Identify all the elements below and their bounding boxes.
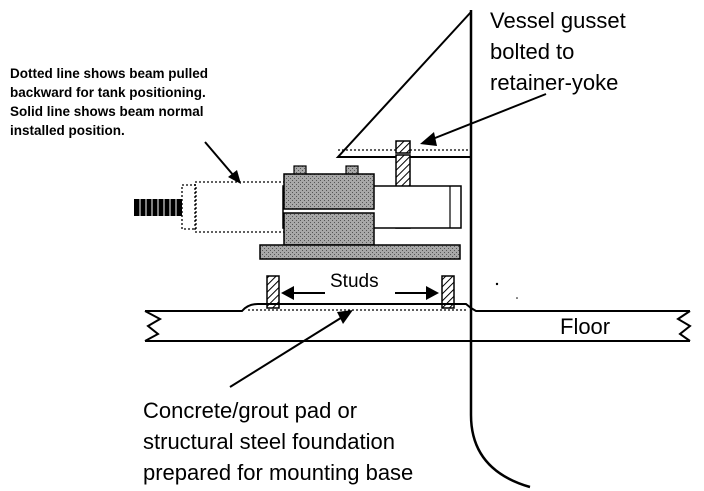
pad-arrow-line	[229, 315, 345, 388]
floor-break-left	[144, 310, 163, 342]
note-line3: Solid line shows beam normal	[10, 104, 204, 119]
floor-label: Floor	[560, 314, 611, 339]
note-arrow-line	[204, 141, 235, 177]
note-arrowhead	[228, 170, 241, 184]
pad-label-line1: Concrete/grout pad or	[143, 398, 358, 423]
stud-left	[266, 275, 280, 309]
pad-label-line2: structural steel foundation	[143, 429, 395, 454]
stud-right	[441, 275, 455, 309]
cable-connector	[134, 199, 182, 216]
studs-label: Studs	[330, 271, 379, 292]
dotted-beam-body	[194, 181, 286, 233]
gusset-label-line1: Vessel gusset	[490, 8, 626, 33]
base-plate	[259, 244, 461, 260]
retainer-bolt-head	[395, 140, 411, 154]
dotted-beam-end	[181, 184, 197, 230]
note-line1: Dotted line shows beam pulled	[10, 66, 209, 81]
gusset-label-line3: retainer-yoke	[490, 70, 619, 95]
pad-label-line3: prepared for mounting base	[143, 460, 414, 485]
gusset-label-line2: bolted to	[490, 39, 575, 64]
upper-block	[283, 173, 375, 210]
vessel-wall	[469, 10, 531, 489]
lower-block	[283, 212, 375, 246]
floor-break-right	[676, 310, 692, 342]
vessel-gusset	[335, 11, 472, 158]
pad-arrowhead	[337, 310, 353, 324]
floor-top-edge	[145, 303, 690, 312]
note-line4: installed position.	[10, 123, 125, 138]
note-line2: backward for tank positioning.	[10, 85, 206, 100]
gusset-arrowhead	[420, 132, 437, 146]
gusset-arrow-line	[429, 93, 547, 141]
